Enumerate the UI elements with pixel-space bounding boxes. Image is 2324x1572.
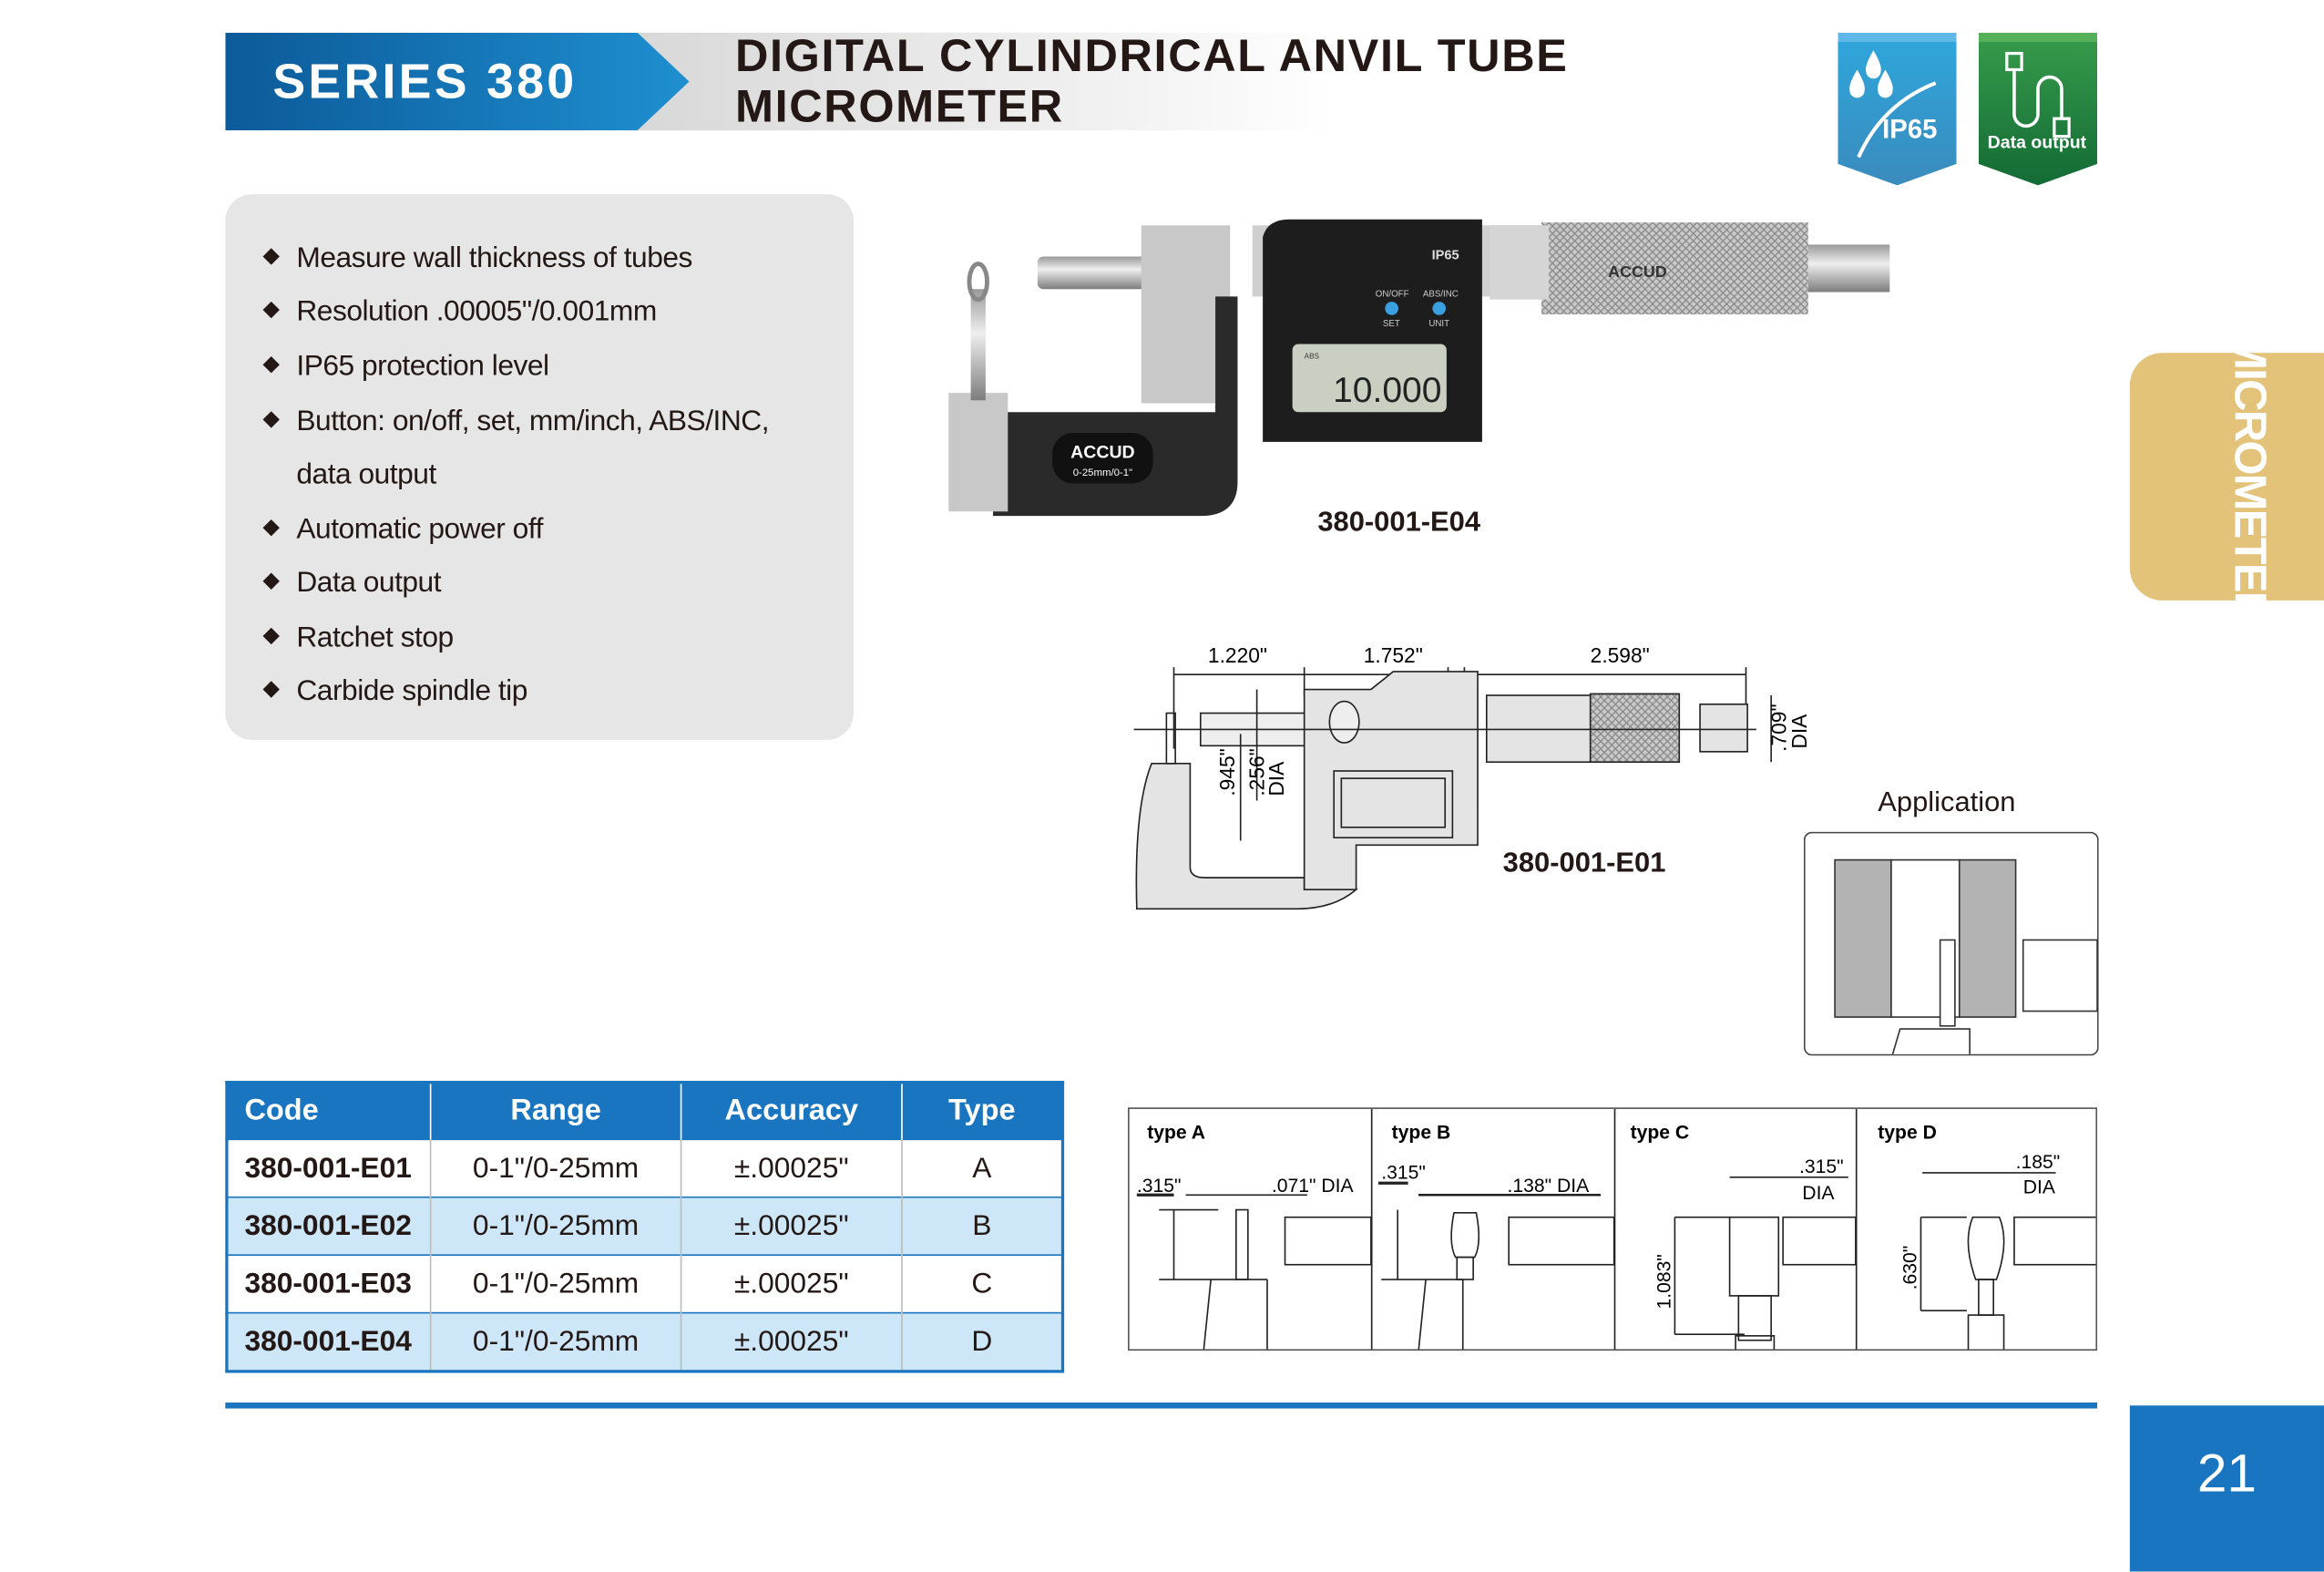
data-output-label: Data output bbox=[1987, 131, 2087, 153]
type-c-dia: DIA bbox=[1802, 1183, 1835, 1204]
micrometer-side-tab: MICROMETER bbox=[2129, 333, 2324, 622]
frame-range: 0-25mm/0-1" bbox=[1073, 467, 1132, 478]
dim-709-dia: DIA bbox=[1787, 714, 1811, 749]
dim-2598: 2.598" bbox=[1591, 643, 1650, 667]
on-off-set-button bbox=[1385, 302, 1398, 315]
feature-item: Data output bbox=[262, 566, 442, 600]
feature-item: Measure wall thickness of tubes bbox=[262, 241, 692, 275]
display-value: 10.000 bbox=[1333, 371, 1441, 410]
ip65-mark: IP65 bbox=[1432, 249, 1459, 263]
header-range: Range bbox=[430, 1082, 682, 1140]
feature-item: IP65 protection level bbox=[262, 350, 549, 384]
application-diagram bbox=[1803, 831, 2099, 1056]
ip65-label: IP65 bbox=[1882, 114, 1938, 144]
usb-cable-icon bbox=[2005, 51, 2071, 139]
features-box: Measure wall thickness of tubes Resoluti… bbox=[225, 194, 855, 740]
title-line-2: MICROMETER bbox=[734, 79, 1064, 132]
feature-item-continued: data output bbox=[296, 457, 436, 491]
frame-brand: ACCUD bbox=[1070, 443, 1134, 463]
type-c-label: type C bbox=[1631, 1122, 1690, 1143]
data-output-badge: Data output bbox=[1978, 32, 2098, 186]
drawing-model-label: 380-001-E01 bbox=[1502, 848, 1666, 879]
dimension-drawing: 1.220" 1.752" 2.598" .945" .256" DIA .70… bbox=[1133, 643, 1811, 910]
cell-type: C bbox=[901, 1254, 1064, 1313]
cell-type: B bbox=[901, 1196, 1064, 1256]
header-code: Code bbox=[226, 1082, 432, 1140]
type-d-dia: DIA bbox=[2023, 1177, 2056, 1198]
display-mode: ABS bbox=[1305, 353, 1320, 361]
cell-range: 0-1"/0-25mm bbox=[430, 1311, 682, 1372]
type-b-dim2: .138" DIA bbox=[1508, 1176, 1591, 1197]
type-d-dim1: .630" bbox=[1900, 1246, 1921, 1290]
water-drops-icon bbox=[1849, 50, 1937, 159]
type-b-dim1: .315" bbox=[1381, 1162, 1426, 1183]
cell-code: 380-001-E01 bbox=[226, 1138, 432, 1197]
dim-709: .709" bbox=[1766, 704, 1790, 751]
anvil-types-diagram: type A .315" .071" DIA type B .315" .138… bbox=[1128, 1107, 2098, 1351]
cell-code: 380-001-E03 bbox=[226, 1254, 432, 1313]
dim-256-dia: DIA bbox=[1264, 761, 1288, 796]
cell-range: 0-1"/0-25mm bbox=[430, 1196, 682, 1256]
dim-1220: 1.220" bbox=[1208, 643, 1267, 667]
type-c-dim1: 1.083" bbox=[1654, 1254, 1675, 1309]
dim-256: .256" bbox=[1245, 748, 1269, 796]
series-banner: SERIES 380 bbox=[225, 32, 690, 131]
cell-accuracy: ±.00025" bbox=[681, 1311, 903, 1372]
btn2-bottom-label: UNIT bbox=[1428, 319, 1449, 329]
type-a-dim1: .315" bbox=[1137, 1176, 1182, 1197]
btn1-bottom-label: SET bbox=[1383, 319, 1400, 329]
page-number: 21 bbox=[2129, 1405, 2324, 1572]
cell-accuracy: ±.00025" bbox=[681, 1254, 903, 1313]
cell-type: A bbox=[901, 1138, 1064, 1197]
footer-divider bbox=[225, 1402, 2098, 1409]
type-b-label: type B bbox=[1392, 1122, 1451, 1143]
feature-item: Carbide spindle tip bbox=[262, 674, 527, 708]
cell-code: 380-001-E02 bbox=[226, 1196, 432, 1256]
cell-range: 0-1"/0-25mm bbox=[430, 1138, 682, 1197]
title-line-1: DIGITAL CYLINDRICAL ANVIL TUBE bbox=[734, 29, 1569, 82]
title-background bbox=[637, 32, 1335, 131]
type-d-dim2: .185" bbox=[2016, 1152, 2061, 1173]
cell-code: 380-001-E04 bbox=[226, 1311, 432, 1372]
cell-range: 0-1"/0-25mm bbox=[430, 1254, 682, 1313]
page-title: DIGITAL CYLINDRICAL ANVIL TUBE MICROMETE… bbox=[734, 29, 1569, 132]
product-photo: ACCUD ACCUD 0-25mm/0-1" IP65 ON/OFF ABS/… bbox=[948, 219, 1890, 517]
header-accuracy: Accuracy bbox=[681, 1082, 903, 1140]
feature-item: Button: on/off, set, mm/inch, ABS/INC, bbox=[262, 405, 770, 438]
header-type: Type bbox=[901, 1082, 1064, 1140]
dim-945: .945" bbox=[1215, 748, 1239, 796]
type-c-dim2: .315" bbox=[1799, 1156, 1844, 1177]
dim-1752: 1.752" bbox=[1364, 643, 1423, 667]
abs-inc-unit-button bbox=[1432, 302, 1447, 315]
type-a-dim2: .071" DIA bbox=[1272, 1176, 1355, 1197]
btn2-top-label: ABS/INC bbox=[1423, 289, 1459, 299]
feature-item: Ratchet stop bbox=[262, 622, 454, 655]
type-d-label: type D bbox=[1878, 1122, 1937, 1143]
lcd-display bbox=[1292, 344, 1447, 413]
thimble-brand: ACCUD bbox=[1608, 262, 1667, 281]
btn1-top-label: ON/OFF bbox=[1376, 289, 1409, 299]
feature-item: Resolution .00005"/0.001mm bbox=[262, 295, 657, 329]
cell-type: D bbox=[901, 1311, 1064, 1372]
application-title: Application bbox=[1878, 786, 2016, 819]
photo-model-label: 380-001-E04 bbox=[1317, 507, 1481, 539]
cell-accuracy: ±.00025" bbox=[681, 1196, 903, 1256]
feature-item: Automatic power off bbox=[262, 513, 543, 547]
ip65-badge: IP65 bbox=[1838, 32, 1957, 186]
side-tab-label: MICROMETER bbox=[2224, 333, 2274, 622]
type-a-label: type A bbox=[1147, 1122, 1205, 1143]
table-header-row: Code Range Accuracy Type bbox=[226, 1082, 1064, 1140]
cell-accuracy: ±.00025" bbox=[681, 1138, 903, 1197]
